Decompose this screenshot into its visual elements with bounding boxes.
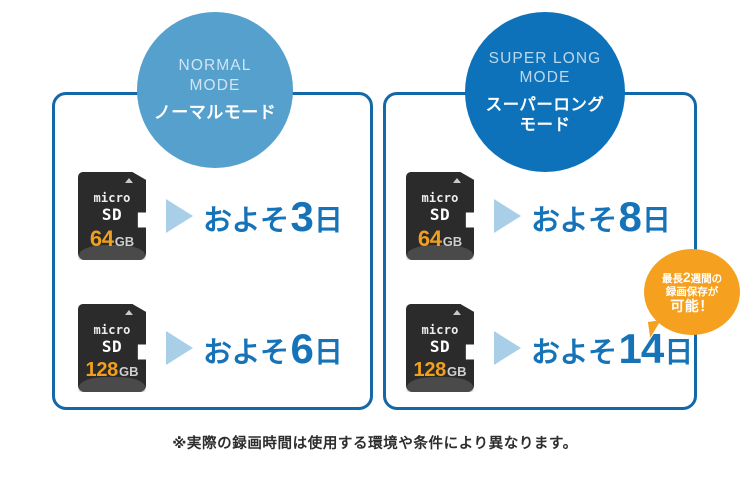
- badge-line1-number: 2: [682, 268, 691, 285]
- mode-japanese-label: スーパーロング モード: [486, 95, 605, 135]
- duration-unit: 日: [641, 205, 671, 237]
- max-duration-callout-badge: 最長2週間の 録画保存が 可能！: [644, 249, 740, 338]
- card-base-band: [407, 245, 473, 260]
- mode-english-label: SUPER LONG MODE: [489, 49, 602, 89]
- card-base-band: [79, 377, 145, 392]
- mode-japanese-line1: スーパーロング: [485, 96, 605, 115]
- badge-line-3: 可能！: [670, 298, 714, 315]
- triangle-right-icon: [166, 331, 193, 365]
- microsd-card-icon: micro SD 128GB: [78, 304, 146, 392]
- triangle-right-icon: [166, 199, 193, 233]
- mode-english-line2: MODE: [189, 77, 241, 95]
- duration-value: およそ 14 日: [531, 324, 693, 372]
- card-micro-label: micro: [93, 191, 131, 205]
- card-sd-label: SD: [101, 205, 123, 224]
- microsd-card-icon: micro SD 128GB: [406, 304, 474, 392]
- badge-line1-prefix: 最長: [661, 272, 683, 285]
- row-normal-64gb: micro SD 64GB およそ 3 日: [78, 170, 343, 262]
- duration-value: およそ 6 日: [203, 324, 343, 372]
- card-capacity-number: 64: [417, 226, 442, 251]
- mode-english-line2: MODE: [519, 69, 571, 87]
- card-micro-label: micro: [421, 323, 459, 337]
- row-super-128gb: micro SD 128GB およそ 14 日: [406, 302, 693, 394]
- triangle-right-icon: [494, 331, 521, 365]
- duration-approx-label: およそ: [531, 205, 617, 237]
- card-sd-label: SD: [429, 205, 451, 224]
- badge-bubble: 最長2週間の 録画保存が 可能！: [644, 249, 740, 335]
- card-orientation-triangle-icon: [453, 178, 461, 183]
- microsd-card-icon: micro SD 64GB: [406, 172, 474, 260]
- card-capacity-unit: GB: [114, 234, 135, 249]
- badge-line-2: 録画保存が: [665, 285, 719, 298]
- duration-approx-label: およそ: [203, 205, 289, 237]
- card-orientation-triangle-icon: [125, 178, 133, 183]
- row-super-64gb: micro SD 64GB およそ 8 日: [406, 170, 671, 262]
- card-capacity: 128GB: [78, 360, 146, 380]
- mode-japanese-line2: モード: [519, 116, 571, 135]
- card-base-band: [407, 377, 473, 392]
- duration-approx-label: およそ: [203, 337, 289, 369]
- mode-japanese-label: ノーマルモード: [153, 102, 277, 122]
- badge-line1-suffix: 週間の: [690, 272, 723, 285]
- duration-value: およそ 8 日: [531, 192, 671, 240]
- row-normal-128gb: micro SD 128GB およそ 6 日: [78, 302, 343, 394]
- duration-number: 14: [618, 325, 665, 372]
- card-sd-label: SD: [429, 337, 451, 356]
- duration-number: 3: [290, 193, 314, 240]
- card-capacity: 64GB: [78, 228, 146, 250]
- card-micro-label: micro: [421, 191, 459, 205]
- card-orientation-triangle-icon: [453, 310, 461, 315]
- badge-line-1: 最長2週間の: [662, 269, 722, 286]
- card-capacity-number: 64: [89, 226, 114, 251]
- card-capacity-unit: GB: [118, 364, 139, 379]
- card-capacity-unit: GB: [442, 234, 463, 249]
- duration-number: 6: [290, 325, 314, 372]
- card-sd-label: SD: [101, 337, 123, 356]
- card-capacity-number: 128: [85, 359, 119, 381]
- footnote-disclaimer: ※実際の録画時間は使用する環境や条件により異なります。: [172, 436, 578, 452]
- card-capacity: 64GB: [406, 228, 474, 250]
- card-micro-label: micro: [93, 323, 131, 337]
- duration-approx-label: およそ: [531, 337, 617, 369]
- card-base-band: [79, 245, 145, 260]
- card-capacity: 128GB: [406, 360, 474, 380]
- duration-unit: 日: [313, 337, 343, 369]
- mode-badge-normal: NORMAL MODE ノーマルモード: [137, 12, 293, 168]
- mode-english-line1: SUPER LONG: [488, 49, 602, 67]
- duration-unit: 日: [313, 205, 343, 237]
- microsd-card-icon: micro SD 64GB: [78, 172, 146, 260]
- card-capacity-number: 128: [413, 359, 447, 381]
- duration-unit: 日: [664, 337, 693, 369]
- triangle-right-icon: [494, 199, 521, 233]
- duration-number: 8: [618, 193, 642, 240]
- mode-english-label: NORMAL MODE: [179, 56, 252, 96]
- duration-value: およそ 3 日: [203, 192, 343, 240]
- mode-badge-super-long: SUPER LONG MODE スーパーロング モード: [465, 12, 625, 172]
- mode-english-line1: NORMAL: [178, 57, 252, 75]
- card-capacity-unit: GB: [446, 364, 467, 379]
- card-orientation-triangle-icon: [125, 310, 133, 315]
